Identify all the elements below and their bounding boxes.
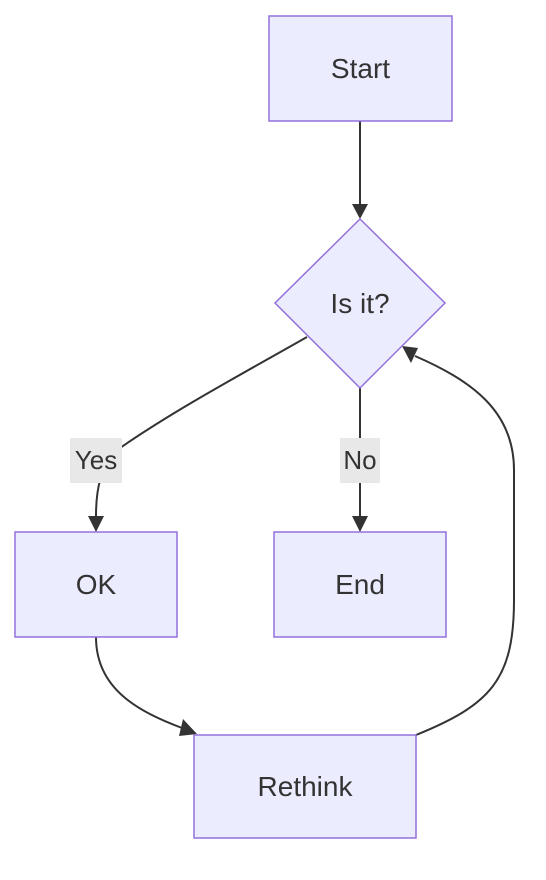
- edge-label-yes: Yes: [70, 438, 122, 483]
- edges: [88, 121, 515, 736]
- node-ok-label: OK: [76, 569, 117, 600]
- node-end: End: [273, 531, 447, 638]
- node-decision: Is it?: [273, 217, 447, 390]
- arrowhead-decision-to-ok: [88, 516, 104, 532]
- node-rethink-label: Rethink: [258, 771, 354, 802]
- arrowhead-start-to-decision: [352, 204, 368, 219]
- edge-label-no-text: No: [343, 445, 376, 475]
- node-ok: OK: [14, 531, 178, 638]
- node-decision-label: Is it?: [330, 288, 389, 319]
- node-start: Start: [268, 15, 453, 122]
- arrowhead-decision-to-end: [352, 516, 368, 532]
- edge-rethink-to-decision: [414, 355, 515, 736]
- edge-decision-to-ok: [95, 336, 308, 517]
- node-start-label: Start: [331, 53, 390, 84]
- arrowhead-ok-to-rethink: [179, 719, 197, 736]
- edge-label-yes-text: Yes: [75, 445, 117, 475]
- node-end-label: End: [335, 569, 385, 600]
- arrowhead-rethink-to-decision: [402, 346, 418, 363]
- edge-label-no: No: [340, 438, 380, 483]
- edge-ok-to-rethink: [95, 636, 183, 729]
- node-rethink: Rethink: [193, 734, 417, 839]
